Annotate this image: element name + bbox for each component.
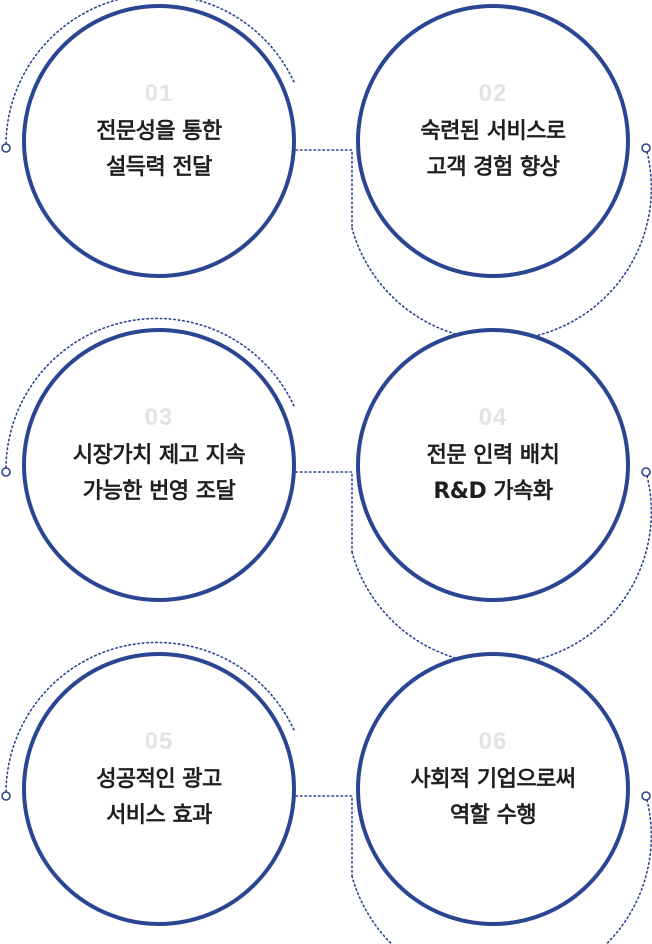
- step-title-line-2: 가능한 번영 조달: [82, 479, 236, 504]
- step-circle-04: 04 전문 인력 배치 R&D 가속화: [356, 328, 630, 602]
- orbit-endpoint-right-1: [641, 143, 651, 153]
- step-title-line-1: 숙련된 서비스로: [420, 119, 566, 144]
- step-title-line-2: 설득력 전달: [106, 155, 212, 180]
- step-title-line-1: 성공적인 광고: [96, 767, 222, 792]
- step-title-line-2: 서비스 효과: [106, 803, 212, 828]
- step-number: 02: [478, 80, 508, 107]
- orbit-arc-right-1: [351, 147, 652, 342]
- orbit-endpoint-right-3: [641, 791, 651, 801]
- step-circle-02: 02 숙련된 서비스로 고객 경험 향상: [356, 4, 630, 278]
- step-title-line-1: 전문 인력 배치: [426, 443, 560, 468]
- connector-line-1: [295, 149, 353, 229]
- orbit-endpoint-left-3: [1, 791, 11, 801]
- step-circle-06: 06 사회적 기업으로써 역할 수행: [356, 652, 630, 926]
- step-title-line-2: 역할 수행: [449, 803, 537, 828]
- connector-line-2: [295, 471, 353, 553]
- orbit-endpoint-left-1: [1, 143, 11, 153]
- orbit-endpoint-right-2: [641, 467, 651, 477]
- step-number: 06: [478, 728, 508, 755]
- step-number: 03: [144, 404, 174, 431]
- step-title-line-2: 고객 경험 향상: [426, 155, 560, 180]
- step-number: 04: [478, 404, 508, 431]
- orbit-endpoint-left-2: [1, 467, 11, 477]
- step-title-line-2: R&D 가속화: [433, 479, 553, 504]
- connector-line-3: [295, 795, 353, 877]
- step-title-line-1: 전문성을 통한: [96, 119, 222, 144]
- orbit-arc-right-2: [351, 471, 652, 666]
- step-title-line-1: 시장가치 제고 지속: [72, 443, 246, 468]
- step-circle-03: 03 시장가치 제고 지속 가능한 번영 조달: [22, 328, 296, 602]
- orbit-arc-right-3: [351, 795, 652, 944]
- step-circle-01: 01 전문성을 통한 설득력 전달: [22, 4, 296, 278]
- step-circle-05: 05 성공적인 광고 서비스 효과: [22, 652, 296, 926]
- step-title-line-1: 사회적 기업으로써: [410, 767, 576, 792]
- step-number: 05: [144, 728, 174, 755]
- step-number: 01: [144, 80, 174, 107]
